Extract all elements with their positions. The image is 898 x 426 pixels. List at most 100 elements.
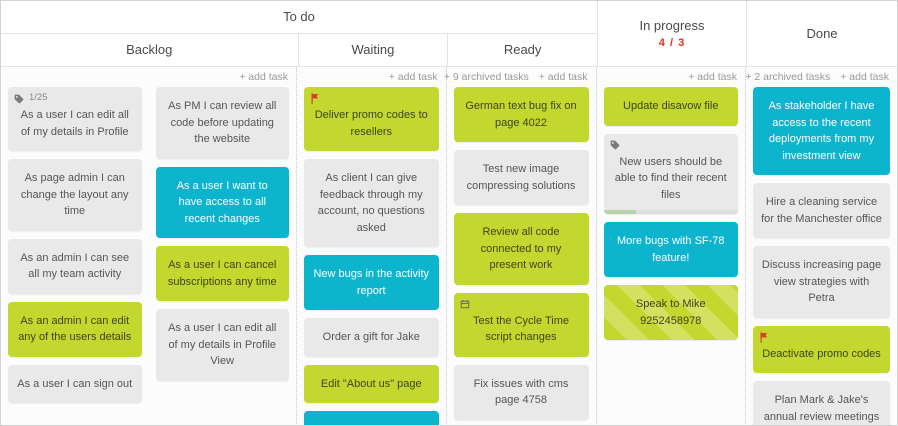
task-card-title: As a user I can edit all of my details i… [20,109,129,138]
column-title-in-progress: In progress [639,18,705,33]
task-card-title: As stakeholder I have access to the rece… [768,100,875,162]
column-header-waiting: Waiting [297,34,448,66]
lane-actions-done: + 2 archived tasks + add task [745,67,897,85]
task-card[interactable]: Deliver promo codes to resellers [304,87,439,151]
task-card-title: Order a gift for Jake [322,331,420,343]
board-lanes: + add task 1/25 As a user I can edit all o… [1,67,897,425]
checklist-counter: 1/25 [29,92,48,104]
add-task-link[interactable]: + add task [688,71,737,83]
task-card[interactable]: As a user I can edit all of my details i… [155,309,289,381]
task-card-title: German text bug fix on page 4022 [465,100,577,129]
task-card-title: As a user I can sign out [17,377,133,390]
lane-actions-waiting: + add task [297,67,446,85]
lane-done: + 2 archived tasks + add task As stakehold… [745,67,897,425]
column-group-title-todo: To do [1,1,597,34]
task-card[interactable]: German text bug fix on page 4022 [453,87,589,142]
card-meta-row [460,299,581,310]
lane-backlog: + add task 1/25 As a user I can edit all o… [1,67,297,425]
task-card[interactable]: Edit "About us" page [304,364,439,403]
task-card-title: As an admin I can see all my team activi… [20,251,130,281]
flag-icon [310,93,319,104]
task-card-title: New users should be able to find their r… [614,155,727,201]
add-task-link[interactable]: + add task [239,71,288,83]
task-card[interactable]: Order a gift for Jake [304,318,439,357]
task-card-title: Edit "About us" page [320,377,422,390]
task-card-title: Review all code connected to my present … [480,226,562,271]
card-columns: As stakeholder I have access to the rece… [746,85,897,425]
task-card[interactable]: Review all code connected to my present … [453,213,589,285]
task-card-title: Speak to Mike 9252458978 [635,298,706,327]
task-card[interactable]: Hire a cleaning service for the Manchest… [753,183,890,238]
task-card[interactable]: Deactivate promo codes [753,325,890,373]
card-column: Deliver promo codes to resellers As clien… [297,85,446,425]
lane-actions-ready: + 9 archived tasks + add task [443,67,596,85]
task-card[interactable]: Update disavow file [603,87,738,126]
task-card-title: Hire a cleaning service for the Manchest… [761,196,882,225]
task-card[interactable]: Plan Mark & Jake's annual review meeting… [753,381,890,425]
task-card[interactable]: As PM I can review all code before updat… [155,87,289,159]
task-card[interactable]: New users should be able to find their r… [603,133,738,214]
task-card-title: More bugs with SF-78 feature! [616,235,725,264]
card-meta-row [610,140,731,151]
task-card[interactable]: New bugs in the activity report [304,255,439,310]
column-title-done: Done [806,26,838,41]
task-card-title: As client I can give feedback through my… [317,172,425,234]
card-columns: Deliver promo codes to resellers As clien… [297,85,446,425]
card-column: 1/25 As a user I can edit all of my detai… [1,85,149,411]
task-card-title: Update disavow file [623,100,719,112]
card-meta-row: 1/25 [14,92,134,104]
task-card[interactable]: Discuss increasing page view strategies … [753,246,890,318]
task-card[interactable]: Each KL's page has to be made searchable [304,411,439,425]
task-card[interactable]: Speak to Mike 9252458978 [603,285,738,340]
task-card[interactable]: Test new image compressing solutions [453,150,589,205]
task-card-title: Fix issues with cms page 4758 [473,377,569,407]
calendar-icon [460,299,470,309]
card-column: As PM I can review all code before updat… [149,85,297,411]
task-card-title: Test new image compressing solutions [466,163,576,192]
task-card-title: Deliver promo codes to resellers [314,109,428,138]
task-card[interactable]: As an admin I can see all my team activi… [8,238,142,294]
task-card[interactable]: 1/25 As a user I can edit all of my detai… [8,87,142,151]
task-card[interactable]: Test the Cycle Time script changes [453,292,589,357]
column-header-ready: Ready [447,34,597,66]
card-columns: 1/25 As a user I can edit all of my detai… [1,85,296,411]
task-card[interactable]: More bugs with SF-78 feature! [603,222,738,277]
card-meta-row [310,93,431,104]
task-card-title: Plan Mark & Jake's annual review meeting… [763,394,880,423]
task-card[interactable]: As a user I want to have access to all r… [155,166,289,238]
task-card-title: As PM I can review all code before updat… [168,100,277,145]
archived-tasks-link[interactable]: + 9 archived tasks [443,71,529,83]
add-task-link[interactable]: + add task [538,71,588,83]
task-card-title: Deactivate promo codes [762,347,881,360]
board-header: To do Backlog Waiting Ready In progress … [1,1,897,67]
task-card[interactable]: Fix issues with cms page 4758 [453,364,589,420]
task-card[interactable]: As an admin I can edit any of the users … [8,301,142,357]
task-card[interactable]: As a user I can cancel subscriptions any… [155,246,289,301]
task-card[interactable]: As stakeholder I have access to the rece… [753,87,890,175]
archived-tasks-link[interactable]: + 2 archived tasks [745,71,831,83]
card-column: As stakeholder I have access to the rece… [746,85,897,425]
task-card-title: As a user I can edit all of my details i… [168,322,277,367]
column-header-done: Done [747,1,897,66]
lane-actions-backlog: + add task [1,67,296,85]
lane-actions-in-progress: + add task [597,67,746,85]
tag-icon [14,94,24,104]
task-card-title: As a user I can cancel subscriptions any… [167,259,277,288]
task-card-title: Test the Cycle Time script changes [473,314,569,344]
task-card[interactable]: As a user I can sign out [8,364,142,403]
task-card-title: Each KL's page has to be made searchable [312,422,431,425]
task-card[interactable]: As client I can give feedback through my… [304,159,439,247]
add-task-link[interactable]: + add task [388,71,438,83]
card-progress-fill [603,210,636,214]
task-card-title: As page admin I can change the layout an… [20,172,129,217]
flag-icon [759,331,768,343]
add-task-link[interactable]: + add task [840,71,889,83]
todo-group: To do Backlog Waiting Ready [1,1,598,66]
task-card[interactable]: As page admin I can change the layout an… [8,159,142,231]
